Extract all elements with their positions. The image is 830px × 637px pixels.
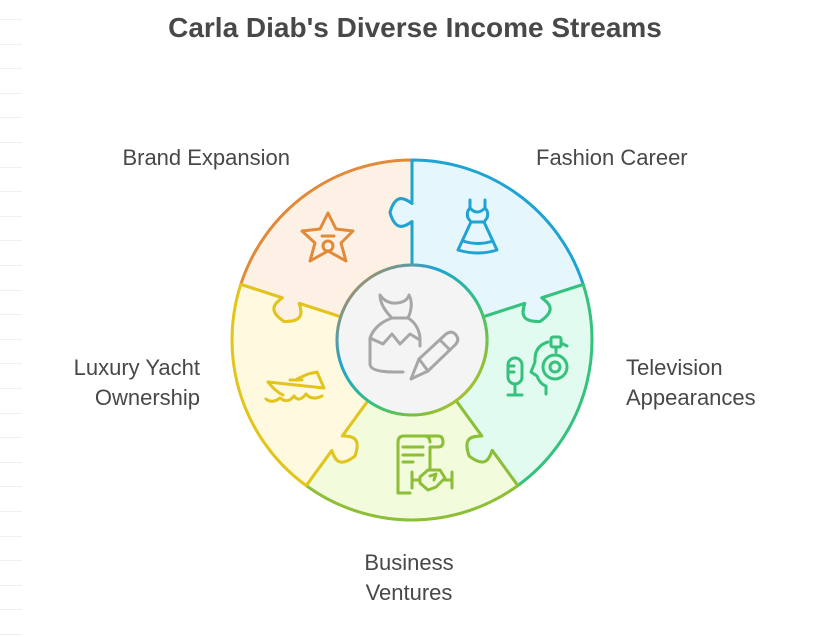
label-text: Fashion Career bbox=[536, 145, 688, 170]
label-business-ventures: Business Ventures bbox=[309, 548, 509, 608]
dress-icon bbox=[456, 198, 499, 255]
woman-with-pencil-icon bbox=[368, 293, 460, 381]
label-luxury-yacht-ownership: Luxury Yacht Ownership bbox=[0, 353, 200, 413]
label-line: Luxury Yacht bbox=[73, 355, 200, 380]
label-line: Ownership bbox=[94, 385, 200, 410]
background-gridlines bbox=[0, 0, 24, 637]
label-text: Brand Expansion bbox=[122, 145, 290, 170]
contract-handshake-icon bbox=[396, 434, 454, 495]
label-line: Ventures bbox=[365, 580, 453, 605]
yacht-icon bbox=[264, 370, 326, 403]
label-fashion-career: Fashion Career bbox=[536, 143, 766, 173]
label-line: Appearances bbox=[626, 385, 756, 410]
microphone-headset-icon bbox=[506, 335, 569, 397]
diagram-title: Carla Diab's Diverse Income Streams bbox=[168, 12, 662, 43]
star-badge-icon bbox=[300, 211, 355, 263]
center-hub bbox=[335, 263, 489, 417]
label-television-appearances: Television Appearances bbox=[626, 353, 826, 413]
label-line: Business bbox=[364, 550, 454, 575]
label-line: Television bbox=[626, 355, 723, 380]
label-brand-expansion: Brand Expansion bbox=[60, 143, 290, 173]
